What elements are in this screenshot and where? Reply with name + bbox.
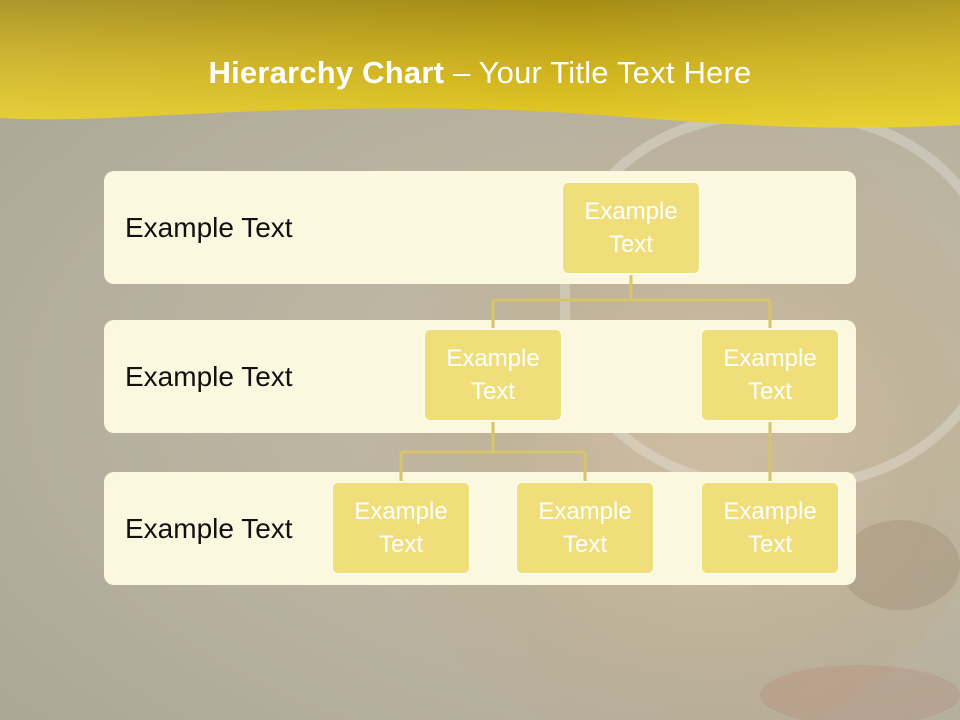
node-level2-left: Example Text <box>423 328 563 422</box>
node-level3-left-a: Example Text <box>331 481 471 575</box>
node-level3-right: Example Text <box>700 481 840 575</box>
title-rest: – Your Title Text Here <box>444 55 752 90</box>
background-photo-goggles <box>560 110 960 490</box>
slide-title: Hierarchy Chart – Your Title Text Here <box>0 55 960 91</box>
level-label-2: Example Text <box>125 361 293 392</box>
level-label-3: Example Text <box>125 513 293 544</box>
background-photo-lips <box>760 665 960 720</box>
title-bold: Hierarchy Chart <box>208 55 445 90</box>
node-level3-left-b: Example Text <box>515 481 655 575</box>
node-level2-right: Example Text <box>700 328 840 422</box>
level-label-1: Example Text <box>125 212 293 243</box>
background-photo-nose <box>840 520 960 610</box>
node-root: Example Text <box>561 181 701 275</box>
level-band-1: Example Text <box>104 171 856 284</box>
title-banner <box>0 0 960 128</box>
